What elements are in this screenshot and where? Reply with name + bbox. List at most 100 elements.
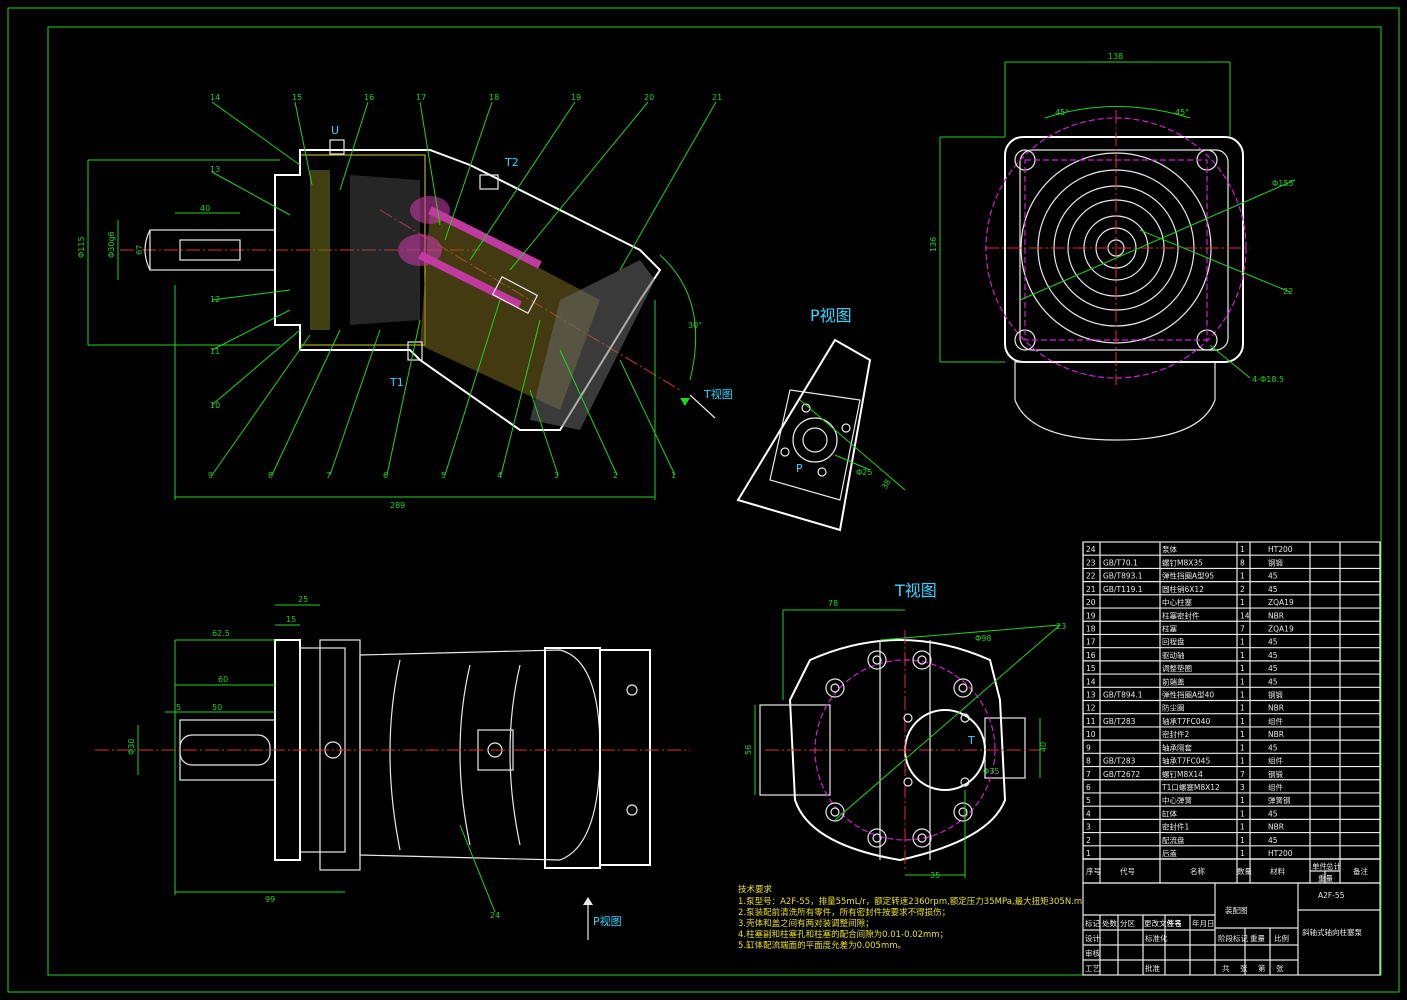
dim-bv-g: 15 bbox=[286, 615, 296, 624]
bom-cell-name: 中心弹簧 bbox=[1162, 795, 1192, 805]
bom-cell-no: 3 bbox=[1086, 823, 1091, 832]
bom-cell-mat: HT200 bbox=[1268, 849, 1293, 858]
t-view-drawing bbox=[754, 609, 1061, 878]
bom-cell-name: 轴承隔套 bbox=[1162, 742, 1192, 752]
p-view-arrow: P视图 bbox=[593, 914, 622, 928]
tb-r4: 批准 bbox=[1145, 963, 1161, 973]
bom-cell-name: 密封件1 bbox=[1162, 822, 1189, 832]
bom-cell-mat: 钢锻 bbox=[1268, 690, 1284, 700]
bom-cell-no: 8 bbox=[1086, 757, 1091, 766]
tb-stage: 重量 bbox=[1250, 934, 1266, 943]
p-view-arrow-icon bbox=[583, 897, 593, 905]
bom-h-note: 备注 bbox=[1353, 866, 1369, 876]
bom-cell-mat: 45 bbox=[1268, 809, 1278, 818]
bom-header: 序号 代号 名称 数量 材料 单件 总计 重量 备注 bbox=[1082, 858, 1381, 884]
bom-h-mat: 材料 bbox=[1270, 866, 1286, 876]
title-name: 斜轴式轴向柱塞泵 bbox=[1302, 927, 1362, 937]
bom-cell-name: 螺钉M8X35 bbox=[1162, 557, 1203, 567]
bom-cell-no: 22 bbox=[1086, 572, 1096, 581]
balloon-18: 18 bbox=[489, 93, 499, 102]
bom-cell-name: 驱动轴 bbox=[1162, 650, 1185, 660]
bom-cell-code: GB/T893.1 bbox=[1103, 572, 1143, 581]
bom-cell-qty: 1 bbox=[1240, 677, 1245, 686]
bom-cell-name: 调整垫圈 bbox=[1162, 663, 1192, 673]
bom-cell-name: 回程盘 bbox=[1162, 637, 1185, 647]
dim-bv-a: 62.5 bbox=[212, 629, 230, 638]
bom-h-w2: 总计 bbox=[1326, 861, 1342, 871]
dim-key: 67 bbox=[135, 245, 144, 255]
bom-row: 22 GB/T893.1 弹性挡圈A型95 1 45 bbox=[1083, 571, 1380, 583]
bom-cell-qty: 1 bbox=[1240, 572, 1245, 581]
port-t1: T1 bbox=[389, 376, 404, 389]
bom-cell-qty: 1 bbox=[1240, 823, 1245, 832]
bom-cell-qty: 1 bbox=[1240, 796, 1245, 805]
tb-r1: 签名 bbox=[1167, 918, 1182, 928]
dim-top-a1: 45° bbox=[1055, 108, 1069, 117]
bom-cell-qty: 1 bbox=[1240, 717, 1245, 726]
balloon-8: 8 bbox=[268, 471, 273, 480]
title-model: A2F-55 bbox=[1318, 891, 1345, 900]
port-p: P bbox=[796, 462, 803, 475]
balloon-3: 3 bbox=[554, 471, 559, 480]
bom-cell-name: 泵体 bbox=[1162, 544, 1178, 554]
bom-cell-no: 17 bbox=[1086, 638, 1096, 647]
dim-angle: 30° bbox=[688, 321, 702, 330]
dim-main-len: 289 bbox=[390, 501, 405, 510]
tb-sheet: 张 bbox=[1240, 964, 1248, 973]
bom-cell-no: 16 bbox=[1086, 651, 1096, 660]
bom-cell-name: 弹性挡圈A型95 bbox=[1162, 571, 1214, 581]
bom-cell-no: 14 bbox=[1086, 677, 1096, 686]
bom-cell-code: GB/T283 bbox=[1103, 757, 1136, 766]
bom-cell-no: 7 bbox=[1086, 770, 1091, 779]
bom-cell-mat: NBR bbox=[1268, 823, 1284, 832]
bom-cell-mat: 组件 bbox=[1268, 782, 1284, 792]
bom-cell-mat: 45 bbox=[1268, 664, 1278, 673]
bom-cell-code: GB/T70.1 bbox=[1103, 558, 1138, 567]
dim-tv-b: 35 bbox=[930, 871, 940, 880]
bom-h-code: 代号 bbox=[1120, 866, 1135, 876]
tb-r1: 年月日 bbox=[1192, 918, 1215, 928]
balloon-10: 10 bbox=[210, 401, 220, 410]
port-u: U bbox=[331, 124, 339, 137]
bom-cell-mat: 45 bbox=[1268, 638, 1278, 647]
bom-cell-no: 12 bbox=[1086, 704, 1096, 713]
port-t2: T2 bbox=[504, 156, 519, 169]
bom-cell-mat: HT200 bbox=[1268, 545, 1293, 554]
bom-h-weight: 重量 bbox=[1318, 874, 1334, 883]
bom-cell-mat: 45 bbox=[1268, 572, 1278, 581]
bom-cell-qty: 14 bbox=[1240, 611, 1250, 620]
bom-cell-no: 19 bbox=[1086, 611, 1096, 620]
tech-requirements: 技术要求 1.泵型号：A2F-55，排量55mL/r，额定转速2360rpm,额… bbox=[738, 884, 1082, 951]
bom-cell-mat: 45 bbox=[1268, 677, 1278, 686]
dim-bv-h: Φ30 bbox=[127, 739, 136, 755]
bom-cell-no: 6 bbox=[1086, 783, 1091, 792]
flange-end-view bbox=[939, 61, 1296, 441]
bom-cell-mat: 45 bbox=[1268, 836, 1278, 845]
bom-row: 3 密封件1 1 NBR bbox=[1083, 822, 1380, 834]
dim-tv-h: 56 bbox=[744, 745, 753, 755]
tb-r1: 更改文件号 bbox=[1144, 918, 1182, 928]
tb-r2: 标准化 bbox=[1145, 933, 1168, 943]
bom-cell-mat: 弹簧钢 bbox=[1268, 795, 1291, 805]
dim-bv-c: 50 bbox=[212, 703, 222, 712]
bom-cell-no: 23 bbox=[1086, 558, 1096, 567]
bom-cell-no: 10 bbox=[1086, 730, 1096, 739]
balloon-15: 15 bbox=[292, 93, 302, 102]
bom-cell-mat: 钢锻 bbox=[1268, 557, 1284, 567]
bom-cell-name: 配流盘 bbox=[1162, 835, 1185, 845]
bom-cell-qty: 1 bbox=[1240, 651, 1245, 660]
bom-cell-no: 11 bbox=[1086, 717, 1096, 726]
balloon-17: 17 bbox=[416, 93, 426, 102]
bom-cell-name: 密封件2 bbox=[1162, 729, 1189, 739]
bom-cell-qty: 1 bbox=[1240, 598, 1245, 607]
